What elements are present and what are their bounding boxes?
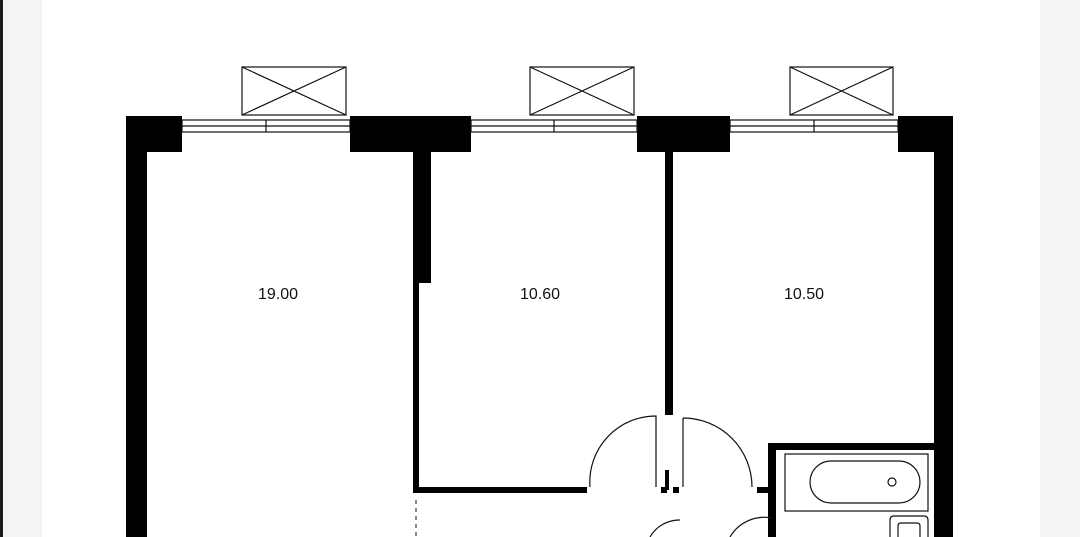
door-room-3 [682,417,753,488]
left-wall [126,116,147,537]
door-post-right [673,487,679,493]
outer-walls [126,116,953,537]
viewer-edge [0,0,3,537]
door-swings [589,415,773,537]
bathroom-door-stub [757,487,769,493]
door-bottom-right [729,516,773,537]
partition-1-thin [413,150,419,493]
bathroom-top-wall [768,443,935,450]
room-area-label: 19.00 [258,286,298,303]
door-bottom-left [649,519,681,537]
ac-unit-3 [789,66,894,116]
room-area-label: 10.60 [520,286,560,303]
door-post-left [661,487,667,493]
room-2-bottom-wall [413,487,587,493]
bathtub-outer [784,453,929,512]
window-2 [470,119,638,133]
right-wall [934,116,953,537]
partition-2 [665,150,673,415]
toilet [889,515,929,537]
window-1 [181,119,351,133]
bathtub-inner [809,460,921,504]
ac-unit-1 [241,66,347,116]
ac-unit-2 [529,66,635,116]
partition-2-stub [665,470,669,490]
door-room-2 [589,415,657,488]
bathtub [784,453,929,512]
room-area-label: 10.50 [784,286,824,303]
top-wall-mid-1 [350,116,471,152]
bathroom-left-wall [768,443,776,537]
window-3 [729,119,899,133]
interior-walls [413,150,935,537]
top-wall-mid-2 [637,116,730,152]
bathtub-drain-icon [887,477,897,487]
